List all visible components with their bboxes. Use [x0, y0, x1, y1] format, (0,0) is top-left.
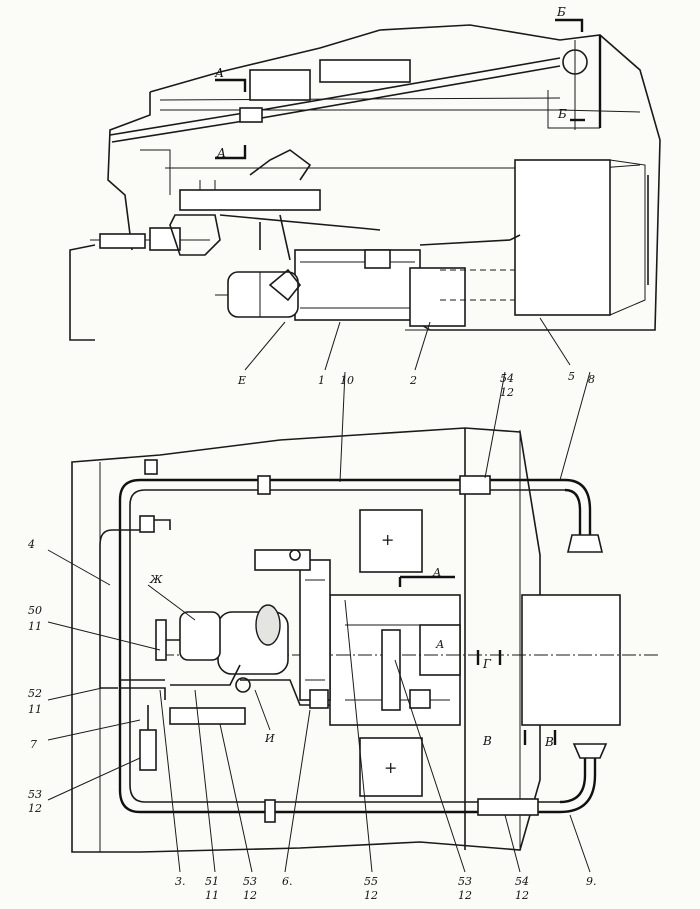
label-52: 52: [28, 687, 42, 700]
label-A-mid: А: [216, 146, 226, 160]
blower-motor: [227, 271, 299, 318]
label-50: 50: [28, 604, 42, 617]
label-11-a: 11: [28, 620, 42, 633]
label-12-bottom-c: 12: [458, 889, 472, 902]
label-53-bottom: 53: [243, 875, 257, 888]
heater-fan-2: [409, 267, 466, 327]
label-A-plan: А: [432, 566, 441, 579]
section-mark-A-top: [215, 78, 247, 92]
label-1: 1: [318, 374, 325, 387]
left-pipe-side: [69, 244, 96, 341]
leader-2: [414, 321, 431, 371]
labels: Б А А Б Е 1 2 5 10 54 12 8 4 Ж 50 11 52 …: [27, 5, 597, 902]
leader-1: [324, 321, 341, 371]
label-8: 8: [588, 373, 595, 386]
pipe-55: [381, 629, 401, 711]
label-B-top: Б: [556, 5, 566, 19]
label-10: 10: [340, 374, 354, 387]
section-mark-B-top: [555, 18, 584, 32]
svg-text:+: +: [381, 530, 394, 549]
label-54-bottom: 54: [515, 875, 529, 888]
leader-E: [244, 321, 286, 371]
exhaust-pipe: [299, 559, 331, 701]
label-E: Е: [237, 374, 246, 387]
label-V-right: В: [544, 735, 554, 749]
plan-view: + +: [47, 371, 660, 873]
label-9: 9.: [586, 875, 597, 888]
label-7: 7: [30, 738, 37, 751]
label-A-plan2: А: [435, 638, 444, 651]
pipe-9-nozzle: [572, 743, 608, 759]
label-54-top: 54: [500, 372, 514, 385]
label-I: И: [264, 732, 275, 745]
coupler-54-bottom: [477, 798, 539, 816]
label-11-b: 11: [28, 703, 42, 716]
battery-top: [359, 509, 423, 573]
label-G: Г: [482, 657, 492, 671]
label-5: 5: [568, 370, 575, 383]
label-A-top: А: [214, 66, 224, 80]
upper-fuel-line: [179, 189, 321, 211]
label-6: 6.: [282, 875, 293, 888]
label-4: 4: [27, 538, 35, 551]
label-12-left: 12: [28, 802, 42, 815]
pipe-4: [99, 519, 171, 689]
label-B-low: Б: [557, 107, 567, 121]
label-2: 2: [409, 374, 417, 387]
label-V-left: В: [482, 734, 492, 748]
label-53-right: 53: [458, 875, 472, 888]
pipe-8-nozzle: [566, 534, 604, 553]
element-7: [139, 729, 157, 771]
pipe-8-elbow: [564, 478, 592, 535]
label-12-bottom-a: 12: [243, 889, 257, 902]
section-mark-A-mid: [215, 145, 247, 160]
panel-5: [514, 159, 611, 316]
label-12-bottom-d: 12: [515, 889, 529, 902]
leader-5: [539, 317, 571, 366]
label-3: 3.: [175, 875, 186, 888]
heater-body-1: [294, 249, 421, 321]
pump-group: [179, 611, 221, 661]
label-55: 55: [364, 875, 378, 888]
side-view: [69, 18, 661, 371]
label-12-top: 12: [500, 386, 514, 399]
svg-text:+: +: [384, 758, 397, 777]
coupler-54-top: [459, 475, 491, 495]
label-12-bottom-b: 12: [364, 889, 378, 902]
pipe-10: [118, 478, 565, 814]
label-11-bottom: 11: [205, 889, 219, 902]
hull-plan: [71, 427, 541, 853]
label-53-left: 53: [28, 788, 42, 801]
battery-bottom: [359, 737, 423, 797]
label-Zh: Ж: [149, 573, 163, 586]
label-51: 51: [205, 875, 219, 888]
side-panel: [521, 594, 621, 726]
pipe-9-elbow: [559, 758, 597, 814]
fuel-line-53: [169, 707, 246, 725]
